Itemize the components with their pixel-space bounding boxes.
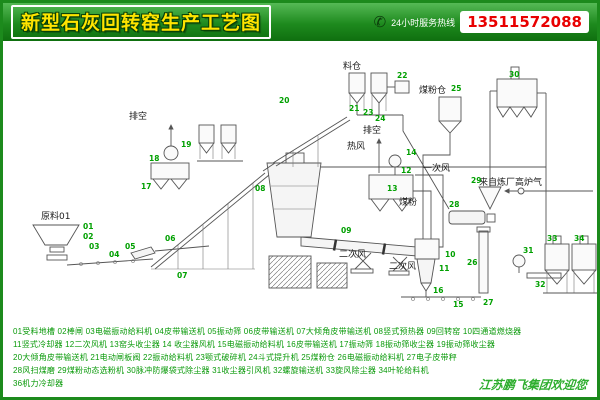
label-vent-1: 排空	[129, 110, 147, 122]
marker-18: 18	[149, 154, 159, 163]
marker-16: 16	[433, 286, 443, 295]
marker-02: 02	[83, 232, 93, 241]
screen-dust-collector	[150, 124, 190, 190]
marker-24: 24	[375, 114, 385, 123]
hotline: ✆ 24小时服务热线 13511572088	[374, 11, 589, 33]
process-diagram: 原料01 排空 排空 热风 料仓 煤粉仓 一次风 煤粉 二次风 二次风 来自炼厂…	[3, 41, 597, 321]
label-material-bin: 料仓	[343, 60, 361, 72]
id-fan	[512, 254, 526, 273]
marker-11: 11	[439, 264, 449, 273]
marker-09: 09	[341, 226, 351, 235]
marker-22: 22	[397, 71, 407, 80]
kiln-foundations	[268, 255, 348, 289]
marker-30: 30	[509, 70, 519, 79]
marker-08: 08	[255, 184, 265, 193]
label-hot-air: 热风	[347, 140, 365, 152]
exhaust-duct	[321, 93, 547, 244]
product-conveyor	[401, 296, 481, 301]
bag-dust-collector-2	[570, 235, 597, 294]
page-title: 新型石灰回转窑生产工艺图	[11, 5, 272, 39]
label-blast-furnace-gas: 来自炼厂高炉气	[479, 176, 542, 188]
inclined-belt-conveyor	[150, 172, 270, 270]
marker-34: 34	[574, 234, 584, 243]
coal-mill	[448, 210, 496, 225]
marker-03: 03	[89, 242, 99, 251]
coal-bins	[348, 72, 450, 210]
label-vent-2: 排空	[363, 124, 381, 136]
page-title-text: 新型石灰回转窑生产工艺图	[21, 13, 262, 34]
bucket-elevator	[476, 226, 491, 294]
hotline-phone-number: 13511572088	[460, 11, 589, 33]
marker-26: 26	[467, 258, 477, 267]
legend-line-1: 01受料地槽 02棒闸 03电磁振动给料机 04皮带输送机 05振动筛 06皮带…	[13, 327, 522, 336]
kiln-head-dust-collector	[368, 138, 432, 239]
marker-01: 01	[83, 222, 93, 231]
bag-dust-collector-1	[543, 235, 571, 294]
blast-furnace-gas-line	[504, 187, 593, 195]
marker-07: 07	[177, 271, 187, 280]
marker-21: 21	[349, 104, 359, 113]
label-secondary-air-1: 二次风	[339, 248, 366, 260]
coal-inclined-conveyor	[272, 116, 351, 167]
watermark: 江苏鹏飞集团欢迎您	[478, 378, 588, 392]
marker-15: 15	[453, 300, 463, 309]
marker-05: 05	[125, 242, 135, 251]
marker-20: 20	[279, 96, 289, 105]
pulse-bag-dust-collector	[496, 66, 546, 118]
process-diagram-svg: 原料01 排空 排空 热风 料仓 煤粉仓 一次风 煤粉 二次风 二次风 来自炼厂…	[32, 60, 597, 309]
legend-line-2: 11竖式冷却器 12二次风机 13窑头收尘器 14 收尘器风机 15电磁振动给料…	[13, 340, 496, 349]
dynamic-separator	[478, 90, 502, 211]
receiving-hopper	[32, 224, 80, 261]
legend-line-5: 36机力冷却器	[13, 379, 64, 388]
vibrating-screen	[130, 245, 210, 260]
label-primary-air: 一次风	[423, 162, 450, 174]
surge-bins	[197, 124, 243, 162]
marker-31: 31	[523, 246, 533, 255]
legend-line-4: 28风扫煤磨 29煤粉动态选粉机 30脉冲防爆袋式除尘器 31收尘器引风机 32…	[13, 366, 429, 375]
coal-powder-bin	[438, 96, 462, 134]
phone-icon: ✆	[373, 13, 387, 31]
kiln-head-and-cooler	[414, 238, 440, 297]
marker-17: 17	[141, 182, 151, 191]
label-secondary-air-2: 二次风	[389, 260, 416, 272]
marker-10: 10	[445, 250, 455, 259]
marker-25: 25	[451, 84, 461, 93]
marker-23: 23	[363, 108, 373, 117]
label-coal-powder-bin: 煤粉仓	[419, 84, 446, 96]
label-raw-material: 原料01	[41, 210, 70, 222]
primary-air-pipe	[415, 133, 451, 248]
screw-conveyor	[526, 272, 562, 279]
marker-32: 32	[535, 280, 545, 289]
marker-19: 19	[181, 140, 191, 149]
vertical-preheater	[262, 152, 322, 238]
hotline-label: 24小时服务热线	[391, 17, 456, 28]
marker-04: 04	[109, 250, 119, 259]
marker-27: 27	[483, 298, 493, 307]
legend: 01受料地槽 02棒闸 03电磁振动给料机 04皮带输送机 05振动筛 06皮带…	[3, 321, 597, 397]
label-coal-powder: 煤粉	[399, 196, 417, 208]
marker-28: 28	[449, 200, 459, 209]
marker-14: 14	[406, 148, 416, 157]
header: 新型石灰回转窑生产工艺图 ✆ 24小时服务热线 13511572088	[3, 3, 597, 41]
marker-29: 29	[471, 176, 481, 185]
feed-belt-conveyor	[66, 258, 154, 266]
marker-12: 12	[401, 166, 411, 175]
marker-33: 33	[547, 234, 557, 243]
legend-line-3: 20大倾角皮带输送机 21电动闸板阀 22振动给料机 23颚式破碎机 24斗式提…	[13, 353, 457, 362]
marker-06: 06	[165, 234, 175, 243]
marker-13: 13	[387, 184, 397, 193]
